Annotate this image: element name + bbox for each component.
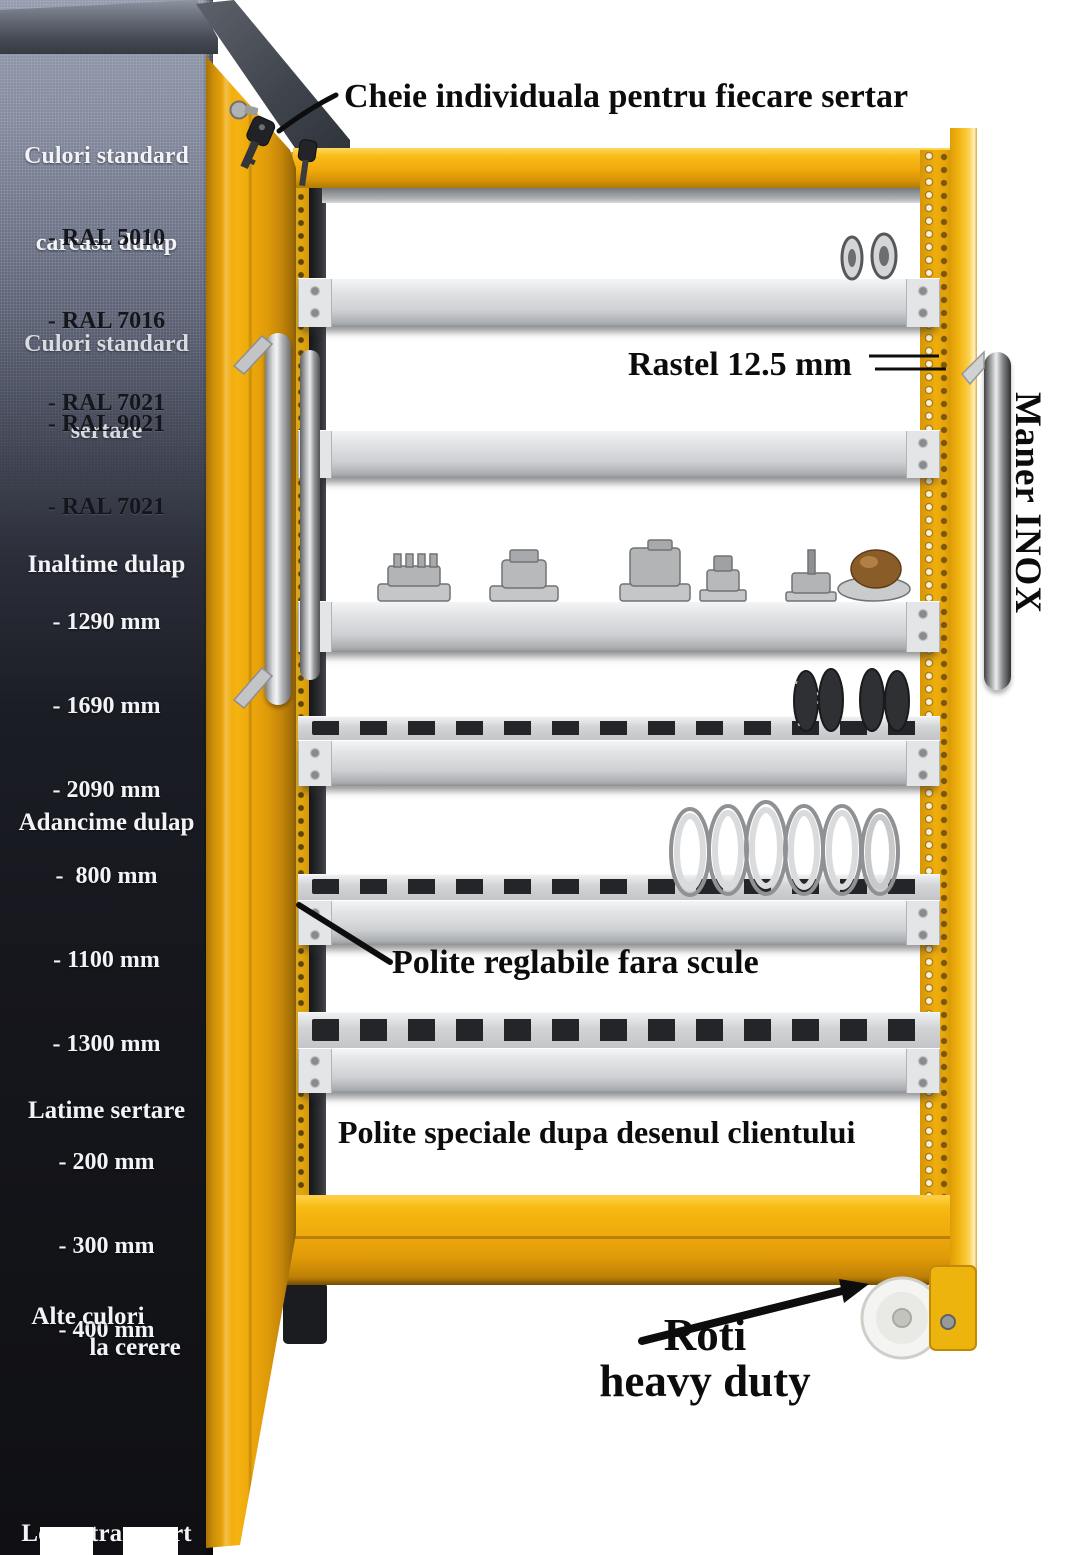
panel-list-item: - 1300 mm [52,1031,161,1057]
metal-texture [0,0,213,520]
panel-list-item: - 300 mm [58,1233,155,1259]
base-beam [270,1195,976,1285]
panel-heading-depth: Adancime dulap [0,750,213,895]
panel-other-colors-line2: la cerere [89,1334,181,1361]
callout-wheels-line2: heavy duty [599,1356,811,1406]
shelf-6-slot-plate [298,1012,940,1049]
panel-list-item: - 800 mm [55,863,158,889]
panel-list-item: - 1100 mm [53,947,160,973]
panel-list-item: - RAL 5010 [47,225,166,251]
shelf-3 [298,601,940,652]
panel-heading-line: Culori standard [24,331,189,357]
shelf-2 [298,430,940,478]
callout-keys: Cheie individuala pentru fiecare sertar [344,78,909,115]
shelf-5 [298,900,940,945]
callout-shelves: Polite reglabile fara scule [392,944,759,981]
panel-list-ral-drawers: - RAL 9021 - RAL 7021 [0,356,213,576]
shelf-6 [298,1048,940,1093]
panel-heading-line: Adancime dulap [18,809,195,836]
panel-heading-line: Inaltime dulap [27,551,186,578]
base-stop-block [283,1282,327,1344]
cabinet-door-edge [206,56,296,1548]
shelf-1 [298,278,940,327]
shelf1-discs [840,232,898,281]
panel-heading-line: sertare [70,418,143,444]
callout-rack: Rastel 12.5 mm [628,346,852,383]
panel-list-item: - 1290 mm [52,609,161,635]
panel-other-colors-line1: Alte culori [31,1303,145,1330]
slot-row [312,879,926,894]
base-beam-crease [270,1236,976,1239]
callout-wheels-line1: Roti [663,1310,747,1360]
panel-list-item: - 1690 mm [52,693,161,719]
forklift-slot-right [123,1527,178,1555]
panel-list-depth: - 800 mm - 1100 mm - 1300 mm [0,806,213,1114]
panel-heading-line: Culori standard [24,143,189,169]
forklift-slot-left [40,1527,93,1555]
panel-heading-line: carcasa dulap [35,230,178,256]
panel-list-ral-body: - RAL 5010 - RAL 7016 - RAL 7021 [0,170,213,473]
top-beam [293,148,975,188]
slot-row [312,721,926,735]
panel-list-item: - 200 mm [58,1149,155,1175]
shelf-5-slot-plate [298,874,940,901]
callout-special-shelves: Polite speciale dupa desenul clientului [338,1114,856,1150]
inox-handle [984,352,1011,690]
panel-list-item: - 400 mm [58,1317,155,1343]
callout-handle: Maner INOX [1007,392,1048,615]
wheel-axle-bolt [940,1314,956,1330]
right-post [950,128,977,1290]
shelf-4-slot-plate [298,716,940,741]
panel-list-height: - 1290 mm - 1690 mm - 2090 mm [0,552,213,860]
panel-heading-colors-body: Culori standard carcasa dulap [0,84,213,316]
slot-row [312,1019,926,1041]
panel-list-item: - RAL 7016 [47,307,166,334]
shelf3-tools [377,539,911,602]
cabinet-top-edge [0,0,218,54]
panel-forklift-label: Locas transport stivuitor [0,1456,213,1555]
panel-list-item: - RAL 7021 [47,390,166,416]
panel-list-item: - RAL 9021 [47,411,166,437]
panel-list-width: - 200 mm - 300 mm - 400 mm [0,1092,213,1400]
door-handle-front [265,333,291,705]
panel-heading-colors-drawers: Culori standard sertare [0,272,213,504]
shelf-4 [298,740,940,786]
door-handle-back [300,350,320,680]
panel-list-item: - RAL 7021 [47,493,166,520]
panel-heading-line: Latime sertare [27,1097,186,1124]
panel-heading-width: Latime sertare [0,1038,213,1183]
callout-wheels: Roti heavy duty [520,1312,890,1404]
panel-heading-height: Inaltime dulap [0,492,213,637]
panel-heading-line: Locas transport [21,1520,192,1547]
top-beam-shadow [322,188,962,203]
panel-list-item: - 2090 mm [52,777,161,803]
